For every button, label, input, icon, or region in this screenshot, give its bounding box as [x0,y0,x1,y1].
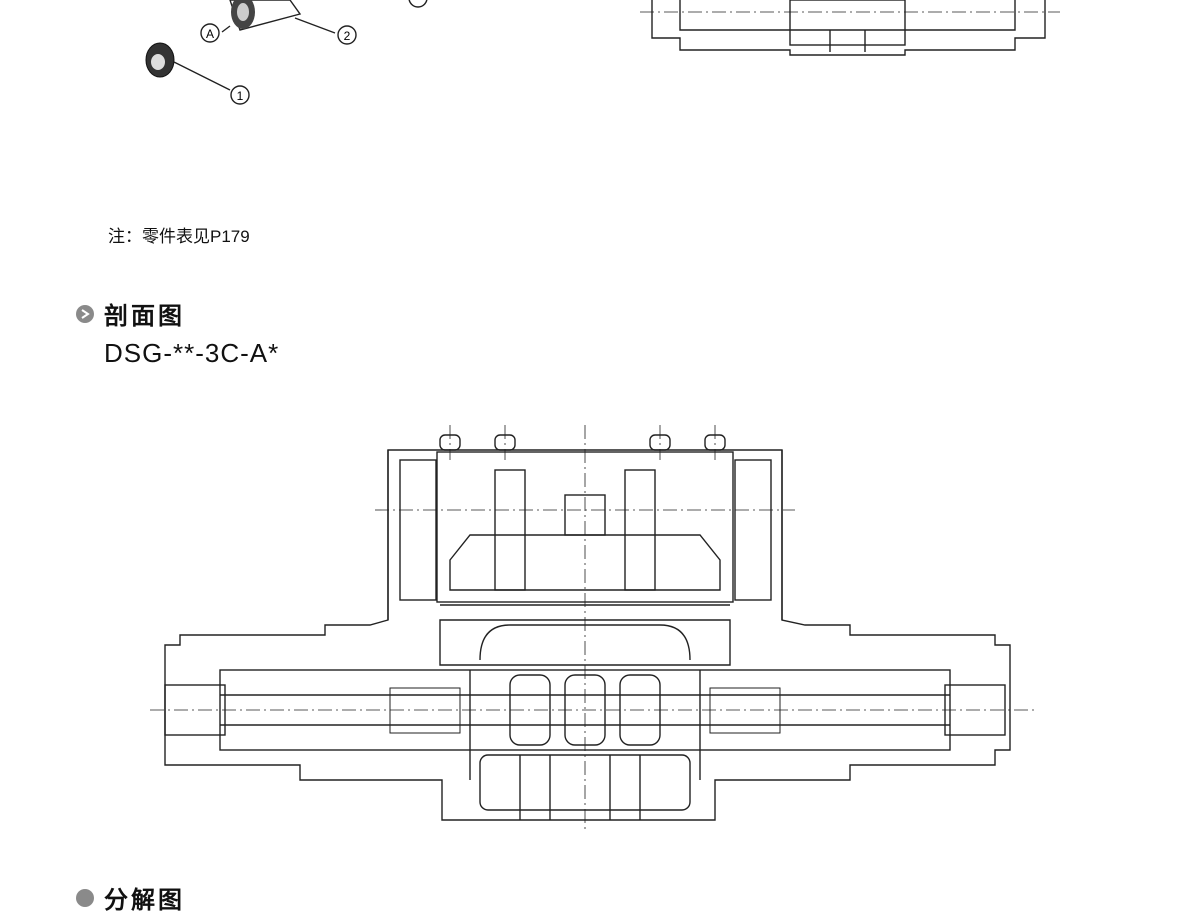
svg-text:1: 1 [237,89,244,103]
part-1-nut [145,42,231,91]
section-title: 剖面图 [104,303,185,330]
arrow-bullet-icon [76,888,94,907]
exploded-parts-drawing: A 1 2 [145,0,428,105]
next-section-title: 分解图 [104,887,185,914]
valve-top-view-drawing [640,0,1060,56]
callout-A: A [200,23,220,43]
parts-table-note: 注：零件表见P179 [108,227,250,246]
cross-section-drawing [150,425,1035,830]
section-heading: 剖面图 [76,296,185,331]
part-2-sleeve [221,0,336,34]
callout-2: 2 [337,25,357,45]
svg-text:2: 2 [344,29,351,43]
arrow-bullet-icon [76,304,94,323]
callout-1: 1 [230,85,250,105]
next-section-heading: 分解图 [76,880,185,915]
model-number: DSG-**-3C-A* [104,338,280,368]
svg-text:A: A [206,27,214,41]
